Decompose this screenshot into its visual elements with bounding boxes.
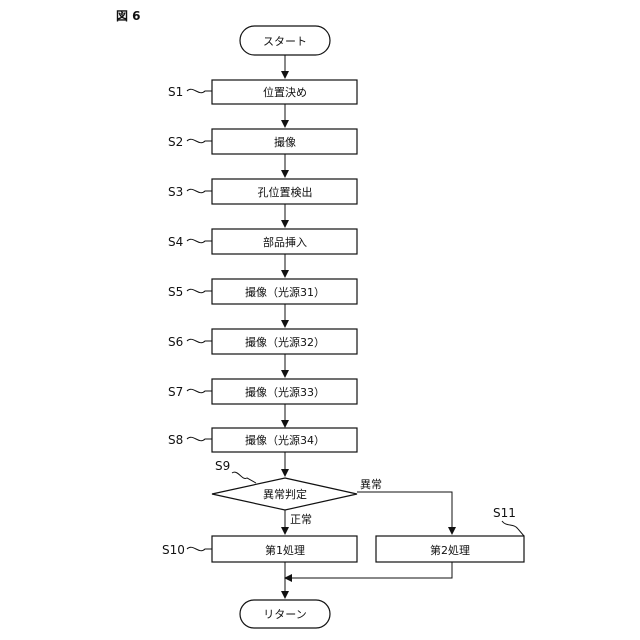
arrowhead bbox=[281, 320, 289, 328]
leader-squiggle bbox=[187, 289, 212, 292]
decision-s9-label: 異常判定 bbox=[263, 487, 307, 501]
decision-s9: 異常判定 bbox=[212, 478, 357, 510]
process-s8-label: 撮像（光源34） bbox=[245, 433, 325, 447]
branch-label-abnormal: 異常 bbox=[360, 478, 382, 491]
leader-squiggle bbox=[187, 239, 212, 242]
step-label-s5: S5 bbox=[168, 285, 183, 299]
arrowhead bbox=[281, 420, 289, 428]
leader-squiggle bbox=[187, 389, 212, 392]
process-s11: 第2処理 bbox=[376, 536, 524, 562]
arrowhead bbox=[281, 71, 289, 79]
process-s8: 撮像（光源34） bbox=[212, 428, 357, 452]
process-s2: 撮像 bbox=[212, 129, 357, 154]
arrowhead bbox=[281, 527, 289, 535]
start-terminal: スタート bbox=[240, 26, 330, 55]
leader-squiggle bbox=[187, 339, 212, 342]
process-s3-label: 孔位置検出 bbox=[258, 185, 313, 199]
process-s7: 撮像（光源33） bbox=[212, 379, 357, 404]
step-label-s1: S1 bbox=[168, 85, 183, 99]
process-s1: 位置決め bbox=[212, 80, 357, 104]
step-label-s7: S7 bbox=[168, 385, 183, 399]
arrowhead bbox=[281, 469, 289, 477]
leader-squiggle bbox=[187, 437, 212, 440]
edge-s9-s11 bbox=[357, 492, 452, 532]
process-s10-label: 第1処理 bbox=[265, 543, 305, 557]
branch-label-normal: 正常 bbox=[290, 513, 312, 526]
process-s10: 第1処理 bbox=[212, 536, 357, 562]
step-label-s11: S11 bbox=[493, 506, 516, 520]
arrowhead bbox=[448, 527, 456, 535]
step-label-s4: S4 bbox=[168, 235, 183, 249]
process-s6-label: 撮像（光源32） bbox=[245, 335, 325, 349]
process-s7-label: 撮像（光源33） bbox=[245, 385, 325, 399]
step-label-s3: S3 bbox=[168, 185, 183, 199]
end-terminal: リターン bbox=[240, 600, 330, 628]
arrowhead bbox=[281, 370, 289, 378]
leader-squiggle bbox=[187, 547, 212, 550]
process-s5: 撮像（光源31） bbox=[212, 279, 357, 304]
step-label-s10: S10 bbox=[162, 543, 185, 557]
arrowhead bbox=[281, 591, 289, 599]
process-s6: 撮像（光源32） bbox=[212, 329, 357, 354]
edge-s11-merge bbox=[290, 562, 452, 578]
process-s1-label: 位置決め bbox=[263, 85, 307, 99]
arrowhead bbox=[281, 270, 289, 278]
process-s5-label: 撮像（光源31） bbox=[245, 285, 325, 299]
step-label-s2: S2 bbox=[168, 135, 183, 149]
arrowhead bbox=[281, 170, 289, 178]
leader-squiggle bbox=[232, 472, 256, 483]
leader-squiggle bbox=[187, 139, 212, 142]
arrowhead bbox=[281, 220, 289, 228]
process-s2-label: 撮像 bbox=[274, 135, 296, 149]
end-label: リターン bbox=[263, 608, 306, 621]
leader-squiggle bbox=[502, 521, 524, 536]
process-s3: 孔位置検出 bbox=[212, 179, 357, 204]
step-label-s9: S9 bbox=[215, 459, 230, 473]
process-s4-label: 部品挿入 bbox=[263, 235, 307, 249]
figure-label: 図 6 bbox=[116, 9, 141, 23]
step-labels: S1 S2 S3 S4 S5 S6 S7 S8 S9 S10 S11 bbox=[162, 85, 524, 557]
start-label: スタート bbox=[263, 35, 307, 48]
process-s11-label: 第2処理 bbox=[430, 543, 470, 557]
leader-squiggle bbox=[187, 189, 212, 192]
arrowhead bbox=[281, 120, 289, 128]
step-label-s8: S8 bbox=[168, 433, 183, 447]
process-s4: 部品挿入 bbox=[212, 229, 357, 254]
step-label-s6: S6 bbox=[168, 335, 183, 349]
leader-squiggle bbox=[187, 89, 212, 92]
